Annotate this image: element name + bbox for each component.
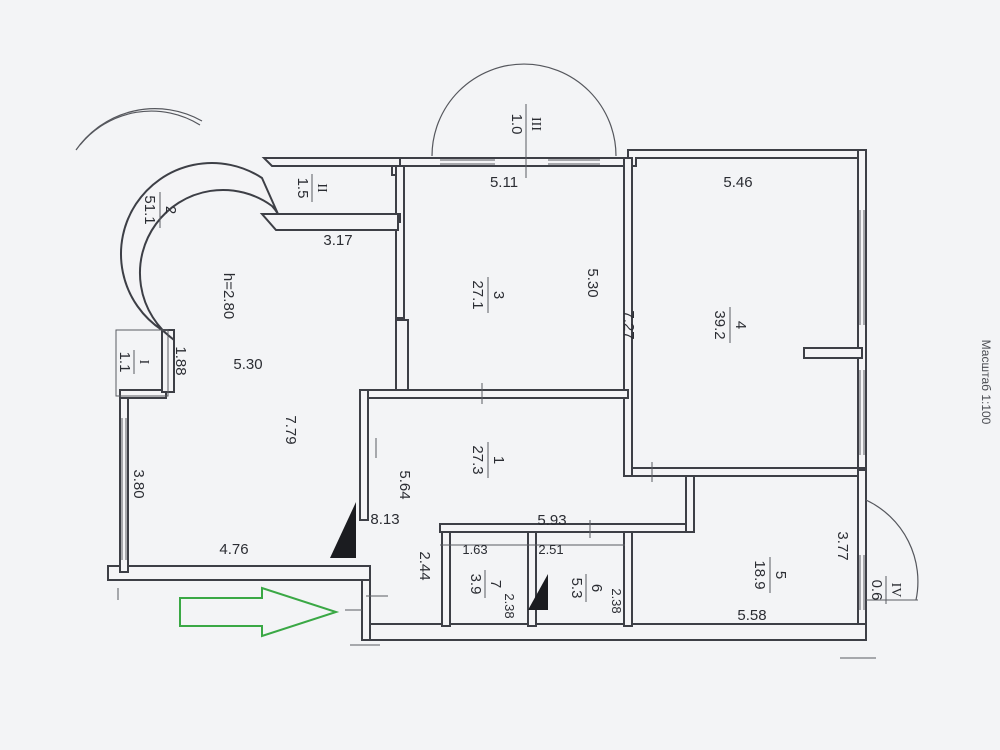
dimension-label: 3.80: [130, 469, 147, 498]
dimension-label: 2.38: [609, 588, 624, 613]
shaft-marker-bath: [528, 574, 548, 610]
room-2-number: 2: [162, 206, 179, 214]
balcony-I-number: I: [136, 360, 151, 365]
dimension-label: 5.30: [233, 356, 262, 373]
shaft-marker-hall: [330, 502, 356, 558]
dimension-label: 4.76: [219, 541, 248, 558]
room-4-area: 39.2: [711, 310, 728, 339]
room-2-label: 2 51.1: [141, 192, 179, 228]
dimension-label: 3.77: [834, 531, 851, 560]
dimension-label: 7.79: [282, 415, 299, 444]
balcony-IV-label: IV 0.6: [868, 576, 903, 604]
balcony-I-area: 1.1: [116, 352, 133, 373]
dimension-labels: 5.11 5.46 3.17 5.30 7.27 5.30 7.79 1.88 …: [130, 174, 851, 624]
dimension-label: 2.44: [416, 551, 433, 580]
room-3-number: 3: [490, 291, 507, 299]
windows: [75, 108, 865, 610]
dimension-label: 1.63: [462, 542, 487, 557]
dimension-label: 3.17: [323, 232, 352, 249]
balcony-I-label: I 1.1: [116, 350, 151, 374]
room-7-area: 3.9: [467, 574, 484, 595]
room-6-label: 6 5.3: [568, 574, 605, 602]
dimension-label: 2.38: [502, 593, 517, 618]
balcony-III-area: 1.0: [508, 114, 525, 135]
room-1-number: 1: [490, 456, 507, 464]
room-3-label: 3 27.1: [469, 277, 507, 313]
dimension-label: 5.30: [584, 268, 601, 297]
dimension-label: 5.93: [537, 512, 566, 529]
ceiling-height-label: h=2.80: [220, 273, 237, 319]
room-4-label: 4 39.2: [711, 307, 749, 343]
room-1-label: 1 27.3: [469, 442, 507, 478]
dimension-label: 7.27: [620, 310, 637, 339]
dimension-label: 2.51: [538, 542, 563, 557]
balcony-IV-area: 0.6: [868, 580, 885, 601]
room-5-number: 5: [772, 571, 789, 579]
dimension-label: 5.11: [490, 174, 518, 191]
room-7-number: 7: [487, 580, 504, 588]
room-7-label: 7 3.9: [467, 570, 504, 598]
balcony-III-number: III: [528, 117, 543, 131]
room-4-number: 4: [732, 321, 749, 329]
dimension-label: 1.88: [172, 346, 189, 375]
balcony-II-area: 1.5: [294, 178, 311, 199]
room-6-number: 6: [588, 584, 605, 592]
ventilation-shafts: [330, 502, 548, 610]
balcony-II-number: II: [314, 183, 329, 193]
room-1-area: 27.3: [469, 445, 486, 474]
room-5-area: 18.9: [751, 560, 768, 589]
balcony-III-label: III 1.0: [508, 110, 543, 138]
walls: [107, 149, 867, 641]
dimension-label: 5.46: [723, 174, 752, 191]
room-2-area: 51.1: [141, 195, 158, 224]
scale-label: Масштаб 1:100: [979, 340, 993, 425]
balcony-II-label: II 1.5: [294, 174, 329, 202]
room-3-area: 27.1: [469, 280, 486, 309]
entry-arrow-icon: [179, 586, 340, 638]
dimension-label: 8.13: [370, 511, 399, 528]
balcony-IV-number: IV: [888, 583, 903, 598]
room-5-label: 5 18.9: [751, 557, 789, 593]
room-6-area: 5.3: [568, 578, 585, 599]
dimension-label: 5.58: [737, 607, 766, 624]
dimension-label: 5.64: [396, 470, 413, 499]
